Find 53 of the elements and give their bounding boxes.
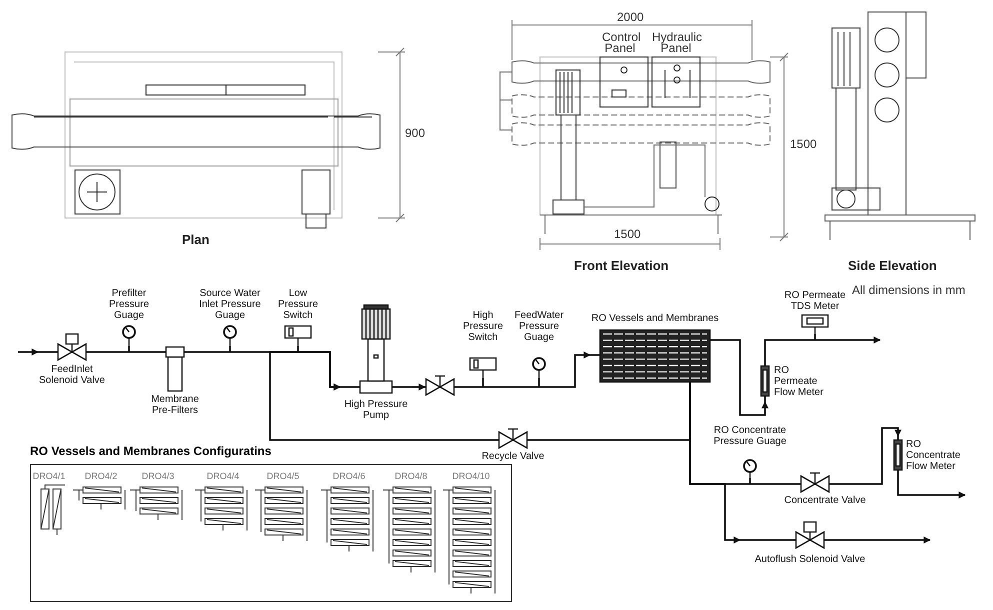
- part-label: Control Panel: [602, 32, 638, 54]
- pipe-arrow: [18, 348, 39, 356]
- dimension-label: 2000: [617, 10, 644, 24]
- pipe-arrow: [689, 382, 741, 544]
- part-label: Hydraulic Panel: [652, 32, 700, 54]
- view-title: Plan: [182, 232, 210, 247]
- configuration-label: DRO4/8: [394, 471, 428, 481]
- component-label: High Pressure Pump: [343, 399, 409, 421]
- section-heading: RO Vessels and Membranes Configuratins: [30, 444, 272, 458]
- component-label: FeedInlet Solenoid Valve: [38, 364, 106, 386]
- dimension-label: 900: [405, 126, 426, 140]
- pipe-line: [297, 346, 299, 352]
- pipe-arrow: [412, 384, 426, 390]
- note: All dimensions in mm: [852, 283, 966, 297]
- view-title: Front Elevation: [574, 258, 669, 273]
- component-label: RO Permeate TDS Meter: [783, 290, 847, 312]
- pipe-line: [128, 346, 130, 352]
- component-label: Low Pressure Switch: [276, 288, 319, 321]
- component-label: Autoflush Solenoid Valve: [754, 554, 866, 565]
- component-label: FeedWater Pressure Guage: [513, 310, 565, 343]
- configuration-label: DRO4/2: [84, 471, 118, 481]
- component-label: RO Concentrate Pressure Guage: [712, 425, 788, 447]
- pipe-line: [814, 334, 816, 340]
- pipe-arrow: [875, 427, 902, 485]
- component-label: Recycle Valve: [480, 451, 546, 462]
- component-label: RO Concentrate Flow Meter: [906, 439, 962, 472]
- pipe-arrow: [764, 336, 881, 362]
- pipe-arrow: [897, 478, 966, 498]
- pipe-arrow: [880, 536, 931, 544]
- pipe-line: [538, 378, 540, 387]
- component-label: Concentrate Valve: [783, 495, 867, 506]
- component-label: Source Water Inlet Pressure Guage: [198, 288, 262, 321]
- component-label: RO Vessels and Membranes: [590, 313, 720, 324]
- configuration-label: DRO4/3: [140, 471, 176, 481]
- pipe-line: [482, 378, 484, 387]
- view-title: Side Elevation: [848, 258, 937, 273]
- component-label: Membrane Pre-Filters: [150, 394, 200, 416]
- pipe-arrow: [455, 352, 591, 388]
- dimension-label: 1500: [614, 227, 641, 241]
- pipe-arrow: [720, 339, 768, 416]
- configuration-label: DRO4/6: [332, 471, 366, 481]
- pipe-line: [749, 478, 751, 484]
- configuration-label: DRO4/4: [206, 471, 240, 481]
- configuration-label: DRO4/5: [266, 471, 300, 481]
- pipe-line: [106, 351, 150, 353]
- pipe-arrow: [269, 351, 475, 441]
- component-label: High Pressure Switch: [462, 310, 504, 343]
- configuration-label: DRO4/10: [451, 471, 491, 481]
- dimension-label: 1500: [790, 137, 817, 151]
- pipe-line: [229, 346, 231, 352]
- configuration-label: DRO4/1: [32, 471, 66, 481]
- component-label: Prefilter Pressure Guage: [108, 288, 150, 321]
- component-label: RO Permeate Flow Meter: [774, 365, 824, 398]
